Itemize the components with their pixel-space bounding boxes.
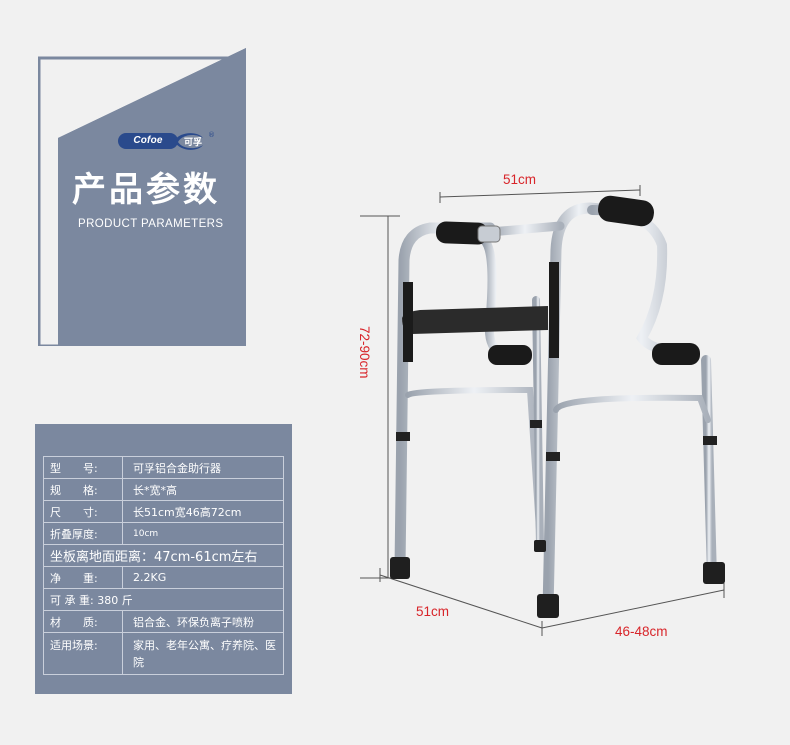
spec-row-scenarios: 适用场景: 家用、老年公寓、疗养院、医院 — [43, 632, 284, 675]
spec-row-fold-thickness: 折叠厚度: 10cm — [43, 522, 284, 545]
right-bracket — [549, 262, 559, 358]
spec-row-spec: 规 格: 长*宽*高 — [43, 478, 284, 501]
spec-value: 10cm — [122, 522, 284, 545]
dimension-label-base-depth: 46-48cm — [615, 624, 668, 639]
spec-value: 铝合金、环保负离子喷粉 — [122, 610, 284, 633]
dimension-lines — [360, 185, 725, 636]
spec-value: 2.2KG — [122, 566, 284, 589]
spec-value: 可孚铝合金助行器 — [122, 456, 284, 479]
spec-key: 净 重: — [43, 566, 123, 589]
brand-registered-mark: ® — [208, 131, 215, 139]
header-panel — [38, 48, 246, 346]
spec-row-model: 型 号: 可孚铝合金助行器 — [43, 456, 284, 479]
spec-key: 规 格: — [43, 478, 123, 501]
spec-row-size: 尺 寸: 长51cm宽46高72cm — [43, 500, 284, 523]
spec-row-load: 可 承 重: 380 斤 — [43, 588, 284, 611]
spec-row-seat-height: 坐板离地面距离：47cm-61cm左右 — [43, 544, 284, 567]
spec-row-material: 材 质: 铝合金、环保负离子喷粉 — [43, 610, 284, 633]
dimension-label-top-width: 51cm — [503, 172, 537, 187]
product-walker-illustration — [360, 185, 725, 636]
spec-key: 材 质: — [43, 610, 123, 633]
page-title: 产品参数 — [72, 170, 220, 210]
left-bracket — [403, 282, 413, 362]
spec-value: 长51cm宽46高72cm — [122, 500, 284, 523]
spec-table-card: 型 号: 可孚铝合金助行器 规 格: 长*宽*高 尺 寸: 长51cm宽46高7… — [35, 424, 292, 694]
page-subtitle: PRODUCT PARAMETERS — [78, 218, 224, 230]
brand-logo-cn: 可孚 — [184, 138, 203, 148]
seat-board — [402, 306, 548, 334]
hand-grips — [435, 195, 700, 365]
brand-logo-text: Cofoe — [118, 133, 178, 149]
spec-key: 折叠厚度: — [43, 522, 123, 545]
brand-logo: Cofoe 可孚 ® — [118, 131, 222, 154]
dimension-label-height: 72-90cm — [357, 326, 372, 379]
spec-key: 坐板离地面距离：47cm-61cm左右 — [43, 544, 284, 567]
spec-key: 型 号: — [43, 456, 123, 479]
leg-bands — [396, 420, 717, 461]
spec-value: 家用、老年公寓、疗养院、医院 — [122, 632, 284, 675]
spec-value: 长*宽*高 — [122, 478, 284, 501]
rubber-feet — [390, 540, 725, 618]
spec-table: 型 号: 可孚铝合金助行器 规 格: 长*宽*高 尺 寸: 长51cm宽46高7… — [43, 456, 284, 675]
spec-key: 可 承 重: 380 斤 — [43, 588, 284, 611]
brand-swoosh-icon — [174, 133, 203, 150]
spec-row-weight: 净 重: 2.2KG — [43, 566, 284, 589]
spec-key: 适用场景: — [43, 632, 123, 675]
spec-key: 尺 寸: — [43, 500, 123, 523]
dimension-label-base-width: 51cm — [416, 604, 450, 619]
